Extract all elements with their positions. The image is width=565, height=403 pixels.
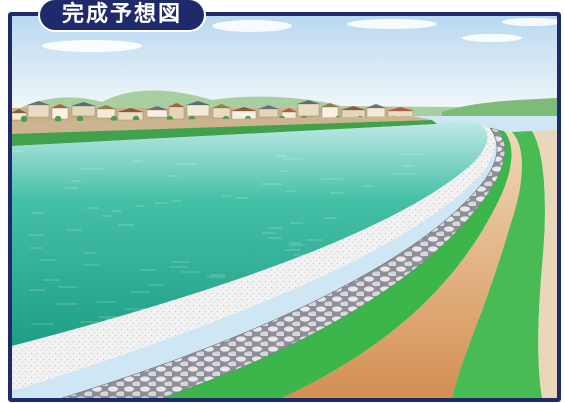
clouds	[42, 18, 557, 52]
river	[12, 121, 488, 346]
title-badge: 完成予想図	[40, 0, 205, 30]
houses	[12, 100, 414, 123]
grass-strip	[162, 130, 512, 398]
stone-revetment	[61, 127, 506, 398]
levee-grass	[452, 131, 545, 398]
illustration-frame	[8, 12, 561, 402]
walking-path	[282, 131, 522, 398]
gravel-bank	[12, 126, 496, 391]
river-illustration	[12, 16, 557, 398]
